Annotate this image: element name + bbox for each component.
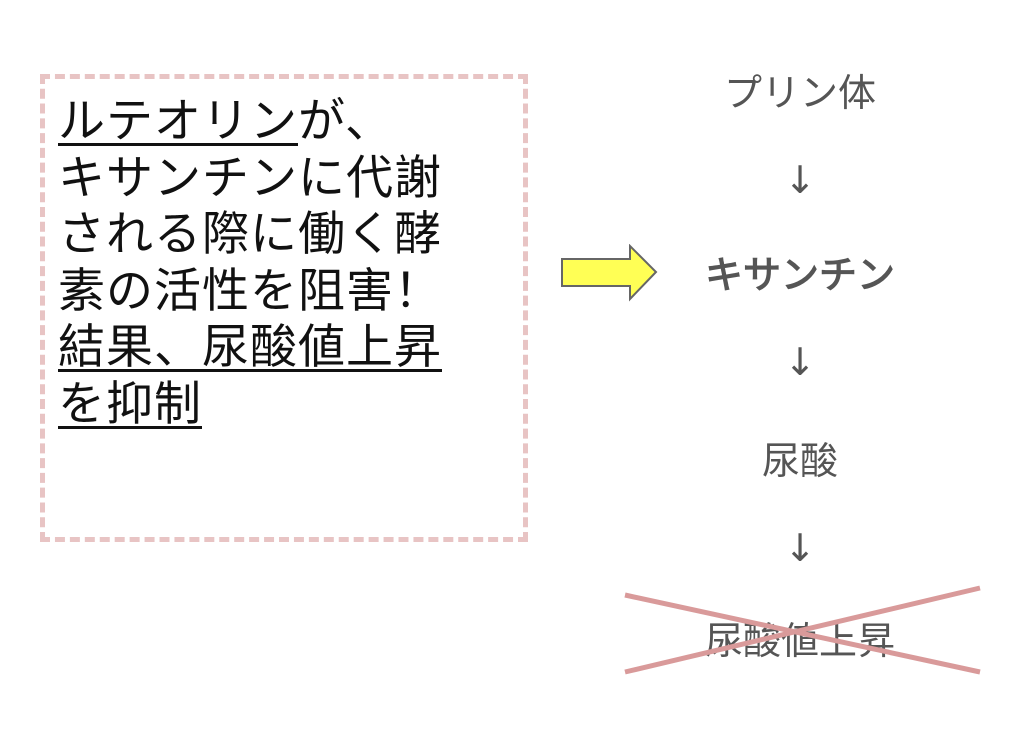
down-arrow-icon: ↓ xyxy=(784,526,816,570)
underlined-text: を抑制 xyxy=(58,376,202,432)
underlined-text: ルテオリン xyxy=(58,94,298,149)
flow-step-purine: プリン体 xyxy=(723,71,876,115)
explanation-text: ルテオリンが、 キサンチンに代謝 される際に働く酵 素の活性を阻害！ 結果、尿酸… xyxy=(58,94,442,433)
down-arrow-icon: ↓ xyxy=(784,158,816,202)
text: 素の活性を阻害！ xyxy=(58,263,442,319)
flow-step-xanthine: キサンチン xyxy=(704,253,895,297)
text-line: を抑制 xyxy=(58,377,442,434)
text-line: 素の活性を阻害！ xyxy=(58,264,442,321)
text: が、 xyxy=(298,94,394,149)
text-line: される際に働く酵 xyxy=(58,207,442,264)
down-arrow-icon: ↓ xyxy=(784,340,816,384)
text-line: キサンチンに代謝 xyxy=(58,151,442,208)
text: キサンチンに代謝 xyxy=(58,150,442,206)
flow-step-uric-acid-rise: 尿酸値上昇 xyxy=(704,619,895,663)
dashed-text-box xyxy=(40,74,528,542)
underlined-text: 結果、尿酸値上昇 xyxy=(58,320,442,375)
right-arrow-icon xyxy=(561,244,658,302)
text-line: ルテオリンが、 xyxy=(58,94,442,151)
text: される際に働く酵 xyxy=(58,207,442,262)
flow-step-uric-acid: 尿酸 xyxy=(761,439,838,483)
cross-out-icon xyxy=(624,585,981,675)
text-line: 結果、尿酸値上昇 xyxy=(58,320,442,377)
